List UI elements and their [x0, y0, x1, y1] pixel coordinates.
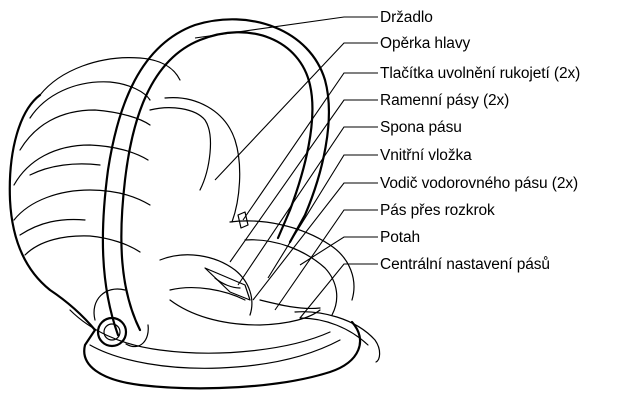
leader-lines	[195, 17, 378, 318]
label-inner-insert: Vnitřní vložka	[380, 147, 472, 164]
label-cover: Potah	[380, 229, 420, 246]
label-lap-belt-guide: Vodič vodorovného pásu (2x)	[380, 175, 578, 192]
label-shoulder-straps: Ramenní pásy (2x)	[380, 92, 509, 109]
label-buckle: Spona pásu	[380, 119, 462, 136]
handle	[94, 19, 329, 346]
label-handle-release: Tlačítka uvolnění rukojetí (2x)	[380, 65, 580, 82]
label-central-adjuster: Centrální nastavení pásů	[380, 256, 550, 273]
label-crotch-strap: Pás přes rozkrok	[380, 202, 495, 219]
label-handle: Držadlo	[380, 9, 433, 26]
label-headrest: Opěrka hlavy	[380, 35, 470, 52]
seat-shell	[10, 58, 380, 389]
